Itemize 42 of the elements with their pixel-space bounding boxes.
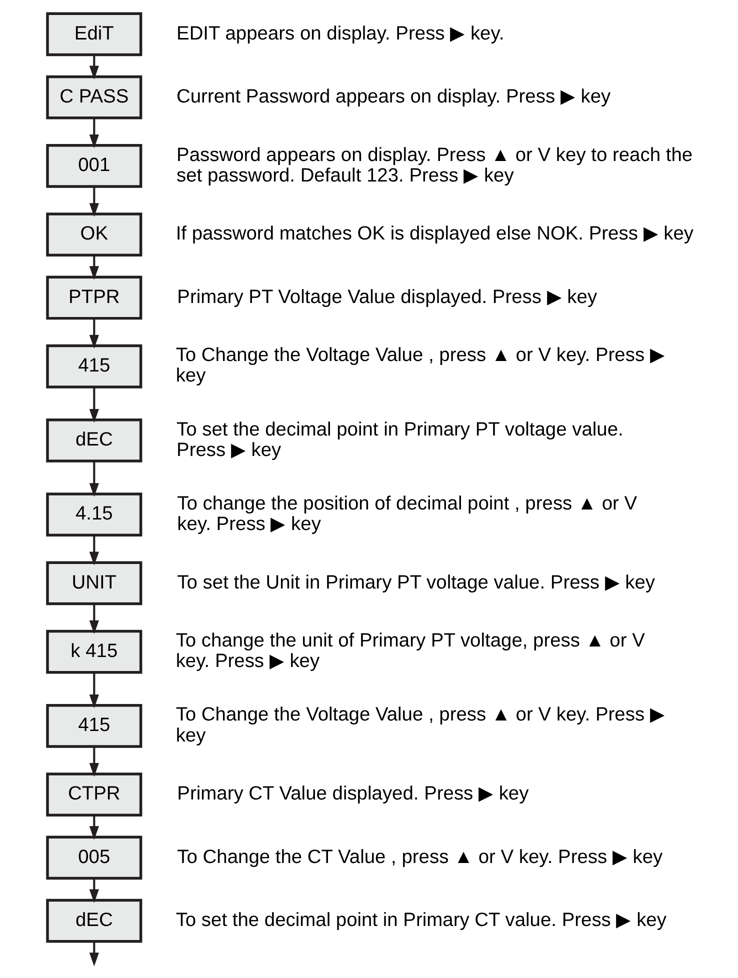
arrow [89,535,99,566]
arrow [89,816,99,840]
node-label: EDIT appears on display. Press ▶ key. [176,23,504,44]
node-label: To set the decimal point in Primary PT voltage value. Press ▶ key [176,419,624,461]
arrow [89,604,99,634]
node-box: CTPR [46,772,142,817]
node-label: To set the decimal point in Primary CT value. Press ▶ key [176,910,666,931]
node-label: To set the Unit in Primary PT voltage value. Press ▶ key [177,572,656,594]
node-box: PTPR [46,276,142,320]
arrow [89,118,99,148]
node-box: 415 [46,344,142,388]
arrow [89,55,99,80]
node-box: 415 [46,704,142,748]
node-box: EdiT [46,12,142,56]
node-label: To Change the Voltage Value , press ▲ or V key. Press ▶ key [176,345,665,387]
node-box: C PASS [46,75,142,120]
node-box: 4.15 [46,492,142,537]
node-label: Primary CT Value displayed. Press ▶ key [177,784,529,805]
arrow [89,746,99,777]
node-label: Primary PT Voltage Value displayed. Press ▶ key [177,286,598,308]
node-box: dEC [46,418,142,462]
arrow [89,942,99,966]
node-box: k 415 [46,630,142,674]
node-label: If password matches OK is displayed else NOK. Press ▶ key [176,224,694,245]
node-label: To Change the CT Value , press ▲ or V key. Press ▶ key [177,846,663,868]
arrow [89,461,99,497]
arrow [89,387,99,423]
arrow [89,672,99,708]
node-box: OK [46,212,142,257]
node-box: 005 [46,836,142,880]
node-box: dEC [46,898,142,943]
node-label: To change the position of decimal point , press ▲ or V key. Press ▶ key [177,493,638,535]
node-box: 001 [46,144,142,188]
arrow [89,878,99,903]
arrow [89,256,99,280]
arrow [89,318,99,349]
node-label: To change the unit of Primary PT voltage, press ▲ or V key. Press ▶ key [176,630,645,672]
node-box: UNIT [46,561,142,606]
node-label: To Change the Voltage Value , press ▲ or V key. Press ▶ key [176,704,665,746]
arrow [89,186,99,217]
node-label: Current Password appears on display. Press ▶ key [176,86,611,108]
node-label: Password appears on display. Press ▲ or V key to reach the set password. Default 123. Press ▶ key [176,144,693,186]
